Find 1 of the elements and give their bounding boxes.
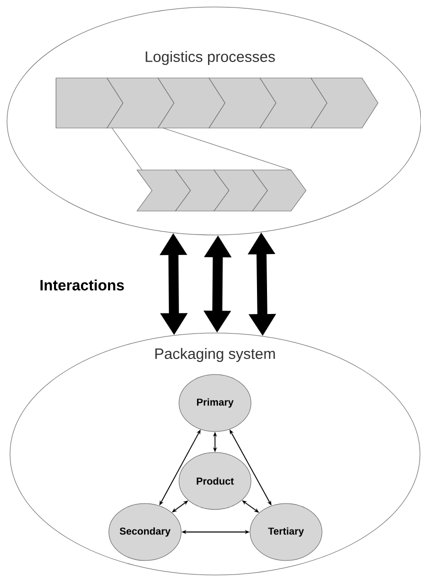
caption-text: Interactions: [40, 280, 124, 290]
